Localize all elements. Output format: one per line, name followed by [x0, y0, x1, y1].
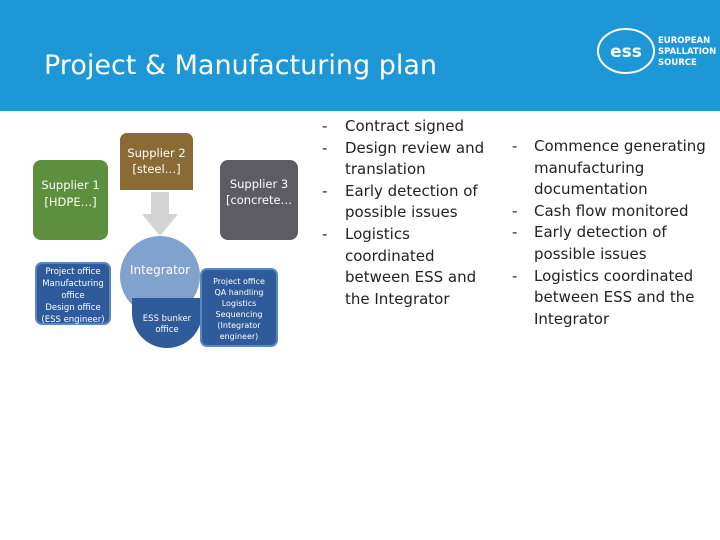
list-item: -Contract signed: [322, 116, 504, 138]
bullet-dash: -: [512, 201, 518, 220]
right-bullet-list: -Commence generating manufacturing docum…: [512, 136, 708, 330]
list-item: -Design review and translation: [322, 138, 504, 181]
left-bullet-list: -Contract signed -Design review and tran…: [322, 116, 504, 310]
down-arrow-icon: [142, 192, 178, 236]
list-item-text: Logistics coordinated between ESS and th…: [534, 266, 695, 328]
project-office-right-line: Logistics: [221, 299, 257, 308]
supplier-2-material: [steel…]: [132, 162, 181, 176]
project-office-left-line: (ESS engineer): [41, 315, 105, 325]
bunker-office-label: ESS bunker office: [132, 314, 202, 336]
ess-logo-mark-icon: ess: [597, 28, 655, 74]
logo-wordmark: EUROPEAN SPALLATION SOURCE: [658, 36, 716, 69]
ess-logo: ess EUROPEAN SPALLATION SOURCE: [596, 26, 716, 76]
list-item: -Commence generating manufacturing docum…: [512, 136, 708, 201]
bullet-dash: -: [322, 224, 328, 243]
project-office-right-box: Project office QA handling Logistics Seq…: [200, 268, 278, 347]
project-office-left-line: office: [61, 291, 85, 301]
supplier-3-name: Supplier 3: [229, 177, 289, 191]
logo-line-2: SPALLATION: [658, 47, 717, 57]
list-item: -Cash flow monitored: [512, 201, 708, 223]
project-office-right-line: (Integrator: [217, 321, 261, 330]
list-item: -Early detection of possible issues: [322, 181, 504, 224]
list-item-text: Logistics coordinated between ESS and th…: [345, 224, 477, 308]
integrator-label: Integrator: [129, 263, 191, 277]
project-office-right-line: Sequencing: [215, 310, 263, 319]
bullet-dash: -: [322, 117, 328, 135]
supplier-2-box: Supplier 2 [steel…]: [120, 133, 193, 190]
project-office-right-line: Project office: [213, 277, 265, 286]
supplier-1-name: Supplier 1: [41, 178, 100, 192]
bullet-dash: -: [512, 137, 518, 155]
supplier-1-material: [HDPE…]: [44, 195, 97, 209]
list-item-text: Early detection of possible issues: [534, 223, 667, 263]
supplier-3-box: Supplier 3 [concrete…: [220, 160, 298, 240]
list-item-text: Design review and translation: [345, 138, 485, 179]
header-band: [0, 0, 720, 111]
project-office-left-line: Design office: [45, 303, 101, 313]
supplier-3-material: [concrete…: [225, 193, 293, 207]
slide-title: Project & Manufacturing plan: [44, 50, 437, 81]
bullet-dash: -: [322, 181, 328, 200]
logo-line-1: EUROPEAN: [658, 36, 711, 46]
supplier-2-name: Supplier 2: [127, 146, 186, 160]
list-item-text: Early detection of possible issues: [345, 181, 478, 222]
list-item-text: Commence generating manufacturing docume…: [534, 137, 706, 199]
supplier-1-box: Supplier 1 [HDPE…]: [33, 160, 108, 240]
list-item: -Logistics coordinated between ESS and t…: [322, 224, 504, 310]
project-office-right-line: QA handling: [214, 288, 264, 297]
list-item-text: Cash flow monitored: [534, 201, 689, 220]
logo-mark-text: ess: [610, 42, 642, 62]
bunker-office-line: office: [155, 325, 179, 335]
project-office-left-line: Project office: [45, 267, 101, 277]
bunker-office-line: ESS bunker: [142, 314, 192, 324]
list-item: -Early detection of possible issues: [512, 222, 708, 265]
project-office-left-line: Manufacturing: [42, 279, 104, 289]
bullet-dash: -: [512, 223, 518, 242]
list-item: -Logistics coordinated between ESS and t…: [512, 266, 708, 331]
bullet-dash: -: [322, 138, 328, 157]
project-office-left-box: Project office Manufacturing office Desi…: [35, 262, 111, 325]
bullet-dash: -: [512, 266, 518, 285]
list-item-text: Contract signed: [345, 117, 465, 135]
project-office-right-line: engineer): [219, 332, 259, 341]
logo-line-3: SOURCE: [658, 58, 697, 68]
